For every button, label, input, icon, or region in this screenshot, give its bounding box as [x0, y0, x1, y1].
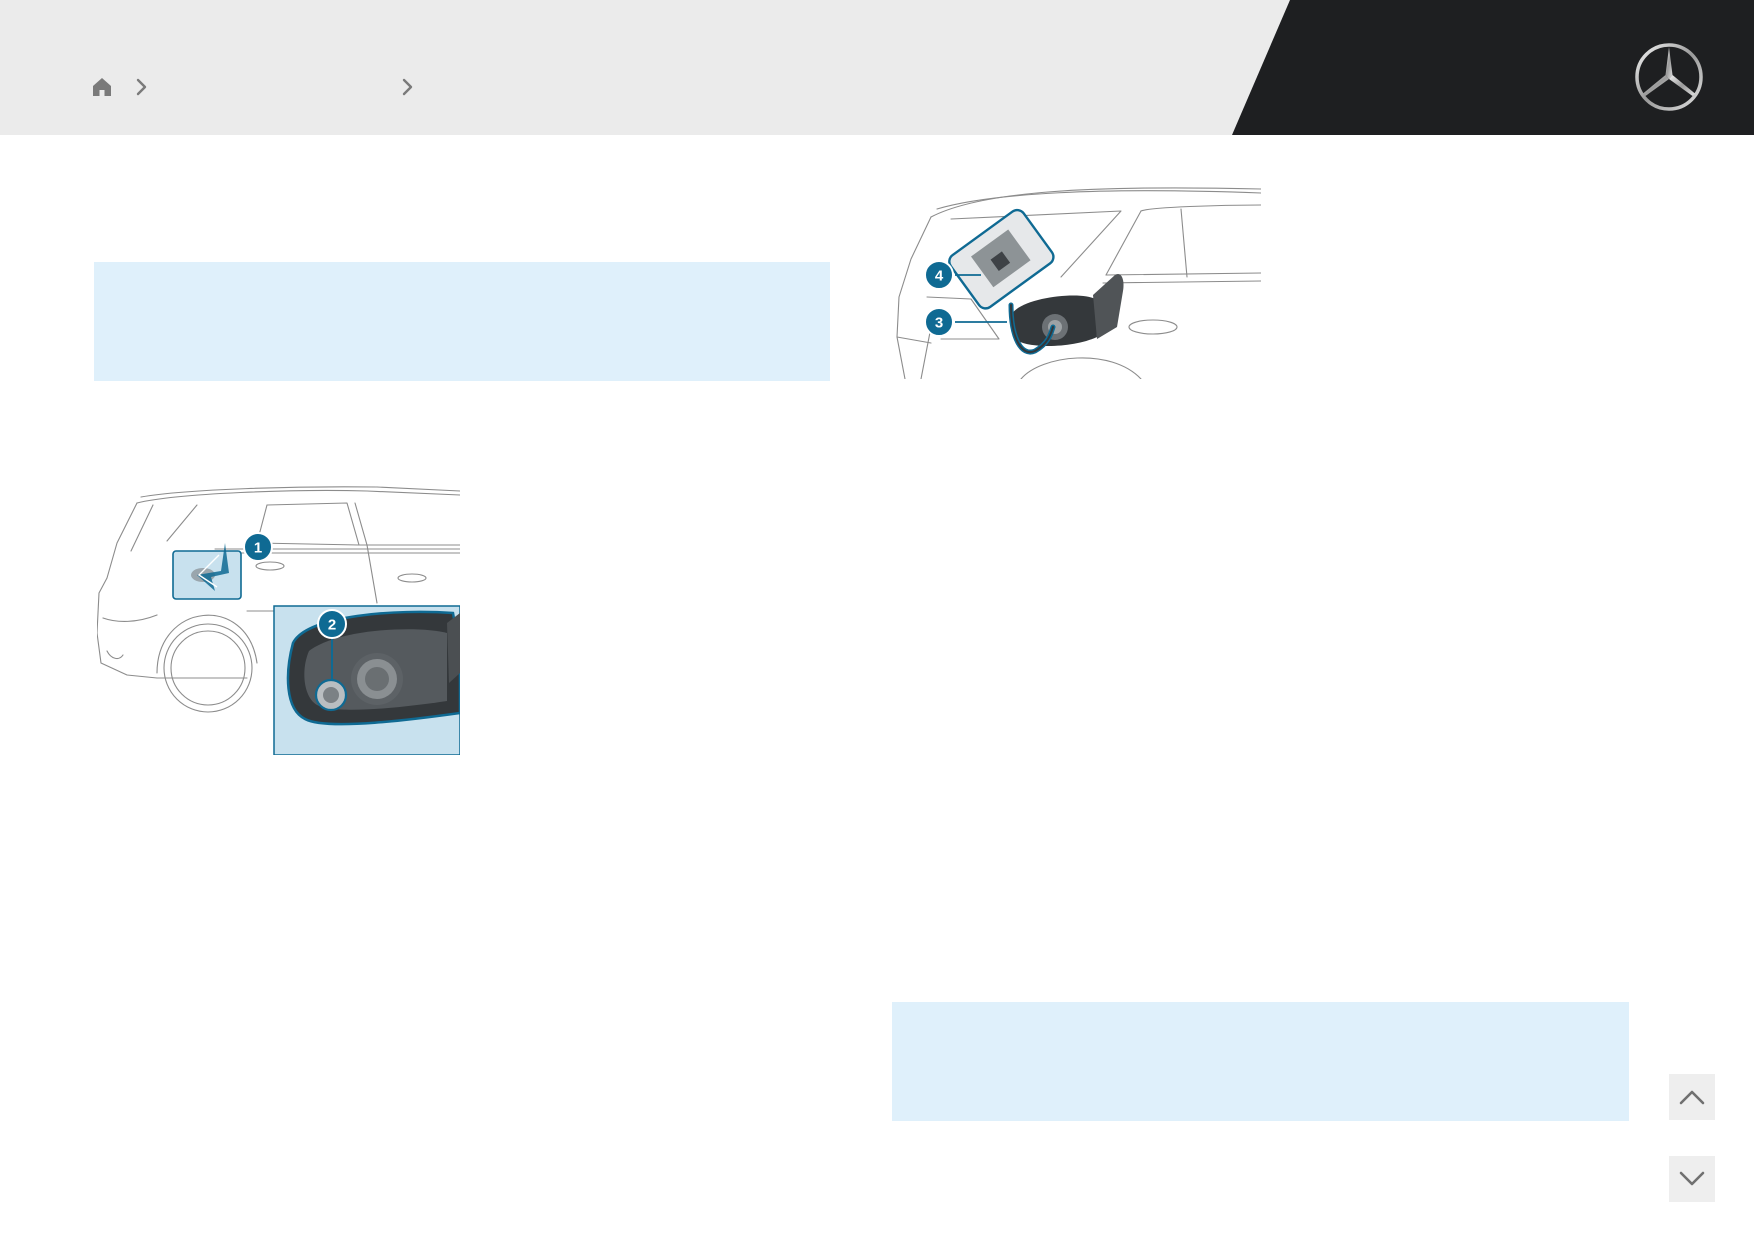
three-pointed-star-logo-icon	[1635, 43, 1703, 111]
info-box-bottom	[892, 1002, 1629, 1121]
fuel-flap-illustration: 1 2	[97, 486, 460, 755]
chevron-up-icon	[1679, 1090, 1705, 1105]
scroll-down-button[interactable]	[1669, 1156, 1715, 1202]
scroll-up-button[interactable]	[1669, 1074, 1715, 1120]
breadcrumb	[90, 72, 416, 102]
home-icon[interactable]	[90, 75, 114, 99]
refill-container-illustration: 4 3	[896, 187, 1261, 379]
header-dark-panel	[1232, 0, 1754, 135]
info-box-top	[94, 262, 830, 381]
callout-3: 3	[935, 315, 943, 332]
chevron-down-icon	[1679, 1171, 1705, 1186]
chevron-right-icon	[136, 78, 147, 96]
callout-1: 1	[254, 540, 262, 557]
chevron-right-icon	[402, 78, 413, 96]
callout-2: 2	[328, 617, 336, 634]
page-header	[0, 0, 1754, 135]
callout-4: 4	[935, 268, 944, 285]
